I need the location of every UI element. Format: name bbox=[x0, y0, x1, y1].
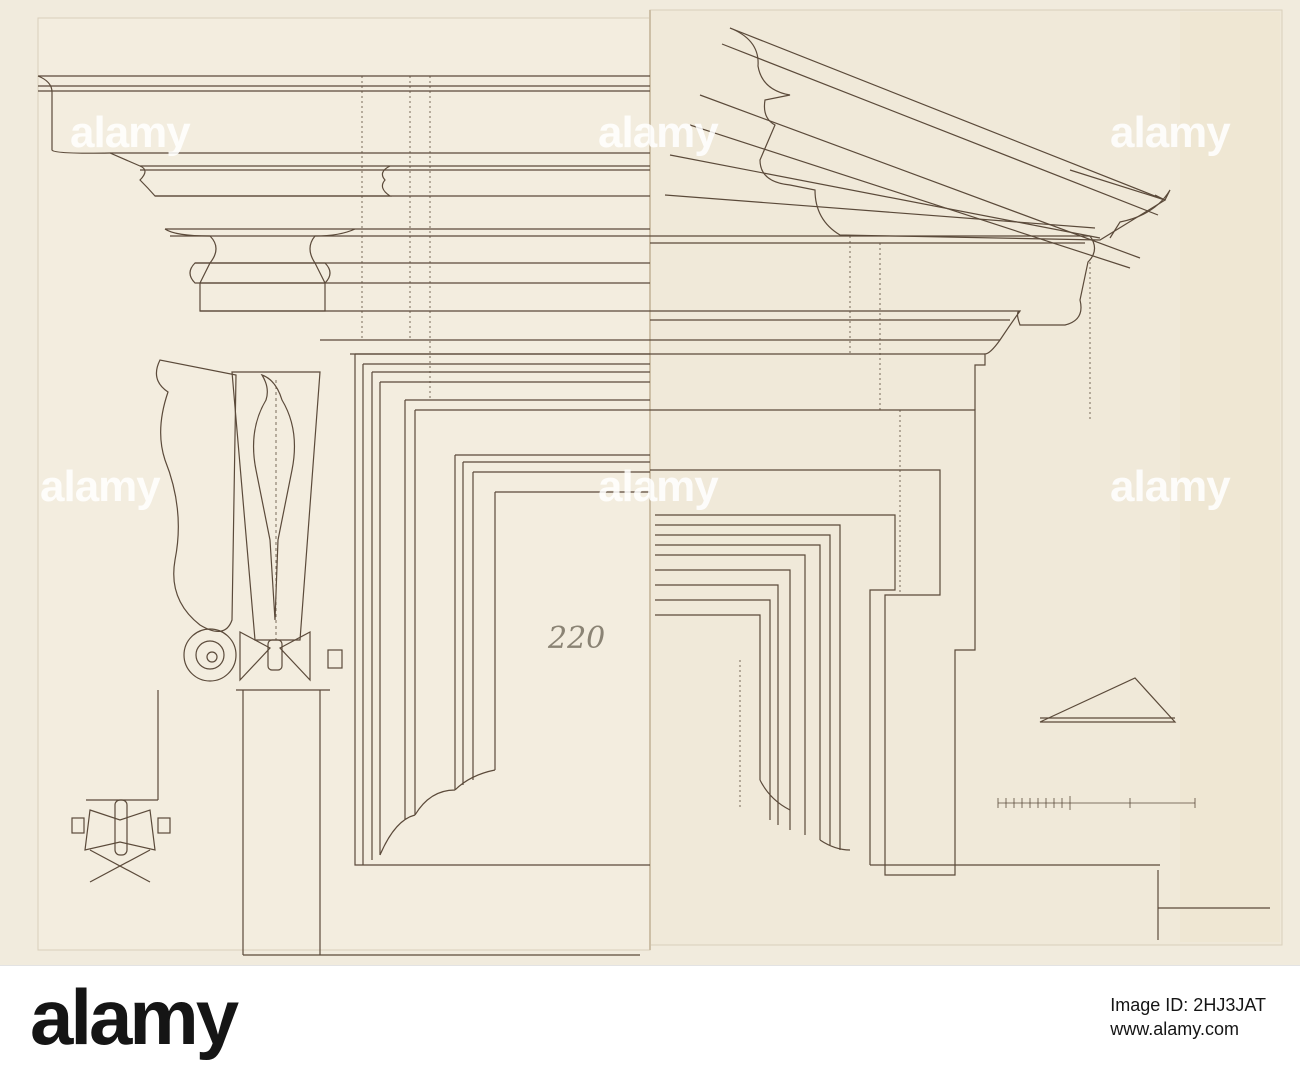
dimension-lines bbox=[361, 76, 1091, 810]
architectural-drawing: 220 bbox=[37, 9, 1283, 956]
cornice-profile bbox=[37, 75, 392, 197]
entablature-right bbox=[650, 235, 1096, 410]
console-shaft bbox=[231, 371, 321, 641]
pediment bbox=[664, 27, 1171, 269]
scale-bar bbox=[997, 796, 1196, 810]
right-edge-tint bbox=[1180, 12, 1280, 942]
volute-mid bbox=[195, 640, 225, 670]
door-frame-left bbox=[354, 353, 650, 866]
watermark: alamy bbox=[598, 462, 719, 511]
bow-ornament bbox=[239, 631, 311, 682]
pencil-annotation: 220 bbox=[547, 621, 605, 656]
volute-eye bbox=[206, 651, 218, 663]
image-id: Image ID: 2HJ3JAT bbox=[1110, 995, 1266, 1015]
watermark: alamy bbox=[1110, 108, 1231, 157]
capital-profile bbox=[164, 228, 356, 312]
watermark: alamy bbox=[598, 108, 719, 157]
alamy-logo[interactable]: alamy bbox=[30, 973, 239, 1061]
bow-stub bbox=[327, 649, 343, 669]
pilaster-lines bbox=[157, 690, 640, 956]
watermark: alamy bbox=[40, 462, 161, 511]
left-sheet bbox=[37, 17, 651, 951]
capital-torus bbox=[189, 262, 331, 284]
footer-bar: alamy Image ID: 2HJ3JAT www.alamy.com bbox=[0, 965, 1300, 1070]
volute-outer bbox=[183, 628, 237, 682]
right-sheet bbox=[649, 9, 1283, 946]
watermark: alamy bbox=[1110, 462, 1231, 511]
console-leaf bbox=[252, 373, 296, 621]
bow-knot bbox=[267, 639, 283, 671]
door-frame-right bbox=[650, 409, 1160, 876]
corner-detail bbox=[1157, 870, 1270, 940]
watermark: alamy bbox=[70, 108, 191, 157]
site-url[interactable]: www.alamy.com bbox=[1110, 1019, 1239, 1039]
footer-meta: Image ID: 2HJ3JAT www.alamy.com bbox=[1110, 994, 1266, 1042]
small-pediment bbox=[1039, 677, 1177, 723]
base-detail bbox=[71, 799, 171, 883]
